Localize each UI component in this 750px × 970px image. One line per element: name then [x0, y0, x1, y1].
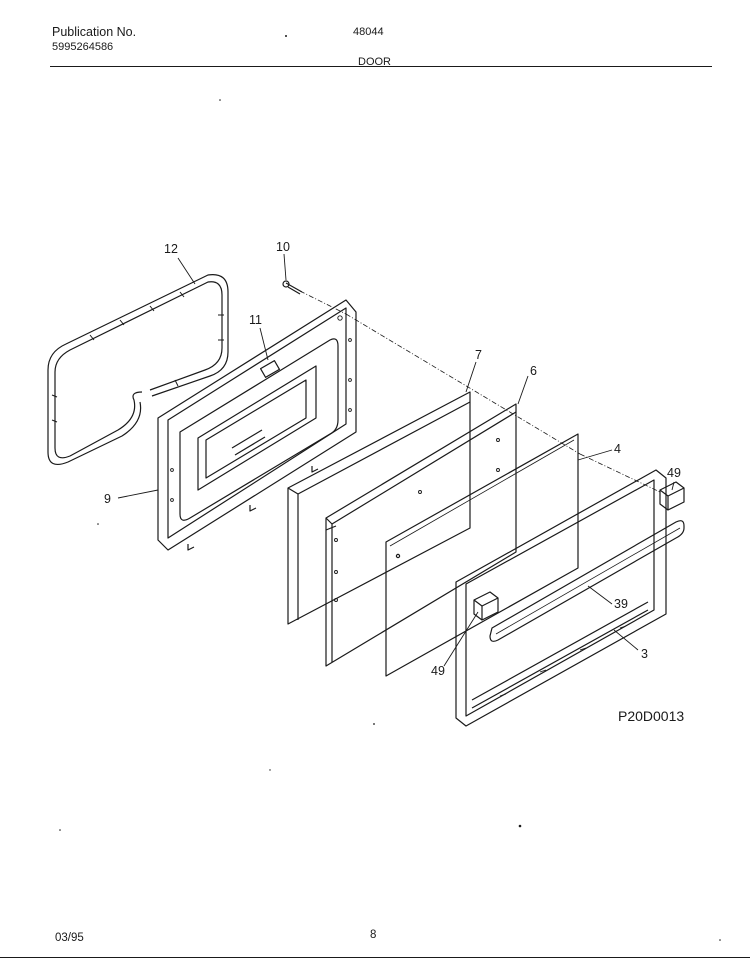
speck — [219, 99, 221, 101]
screw-part-10 — [282, 280, 303, 295]
speck — [59, 829, 61, 831]
callout-39: 39 — [614, 597, 628, 611]
speck — [97, 523, 99, 525]
publication-number: 5995264586 — [52, 41, 114, 53]
door-frame-part-3 — [455, 469, 667, 727]
callout-49-left: 49 — [431, 664, 445, 678]
shield-part-6 — [325, 403, 517, 667]
page-number: 8 — [370, 929, 377, 941]
speck — [373, 723, 375, 725]
door-liner-part-9 — [157, 299, 357, 551]
speck — [719, 939, 721, 941]
model-number: 48044 — [353, 26, 384, 38]
callout-49-right: 49 — [667, 466, 681, 480]
gasket-part-12 — [47, 274, 229, 465]
header-rule — [50, 66, 712, 67]
callout-9: 9 — [104, 492, 111, 506]
drawing-code: P20D0013 — [618, 708, 685, 724]
footer-date: 03/95 — [55, 932, 84, 944]
speck — [269, 769, 271, 771]
section-title: DOOR — [358, 56, 391, 68]
callout-3: 3 — [641, 647, 648, 661]
callout-4: 4 — [614, 442, 621, 456]
end-cap-part-49-left — [473, 591, 499, 621]
glass-part-4 — [385, 433, 579, 677]
footer-rule — [0, 957, 750, 958]
callout-6: 6 — [530, 364, 537, 378]
callout-12: 12 — [164, 242, 178, 256]
insulation-part-7 — [287, 391, 471, 625]
publication-label: Publication No. — [52, 25, 137, 39]
callout-11: 11 — [249, 313, 262, 327]
handle-part-39 — [489, 520, 685, 642]
speck — [518, 824, 522, 828]
callout-10: 10 — [276, 240, 290, 254]
callout-7: 7 — [475, 348, 482, 362]
speck — [285, 35, 287, 37]
end-cap-part-49-right — [659, 481, 685, 511]
